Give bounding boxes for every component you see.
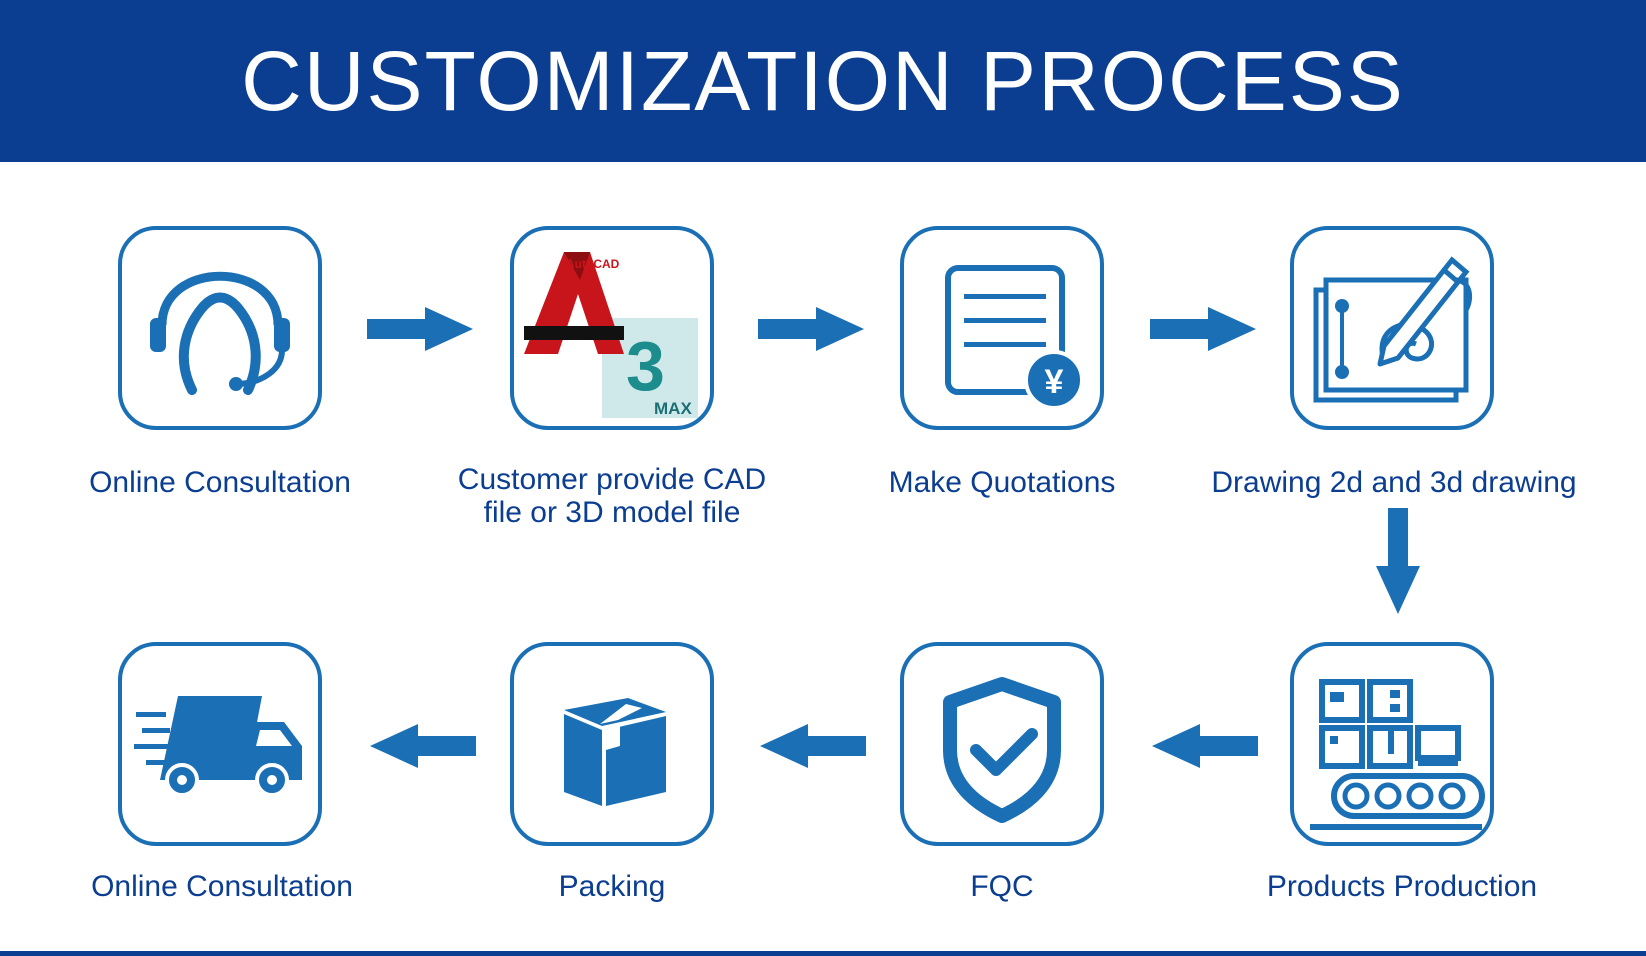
page-title: CUSTOMIZATION PROCESS — [241, 33, 1405, 128]
step-label-products-production: Products Production — [1266, 870, 1538, 903]
arrow-left-icon — [370, 724, 476, 768]
step-fqc-box — [900, 642, 1104, 846]
svg-text:¥: ¥ — [1045, 363, 1064, 401]
step-drawing-box — [1290, 226, 1494, 430]
step-label-cad-file: Customer provide CAD file or 3D model fi… — [430, 463, 794, 529]
headset-support-icon — [150, 271, 290, 395]
autocad-logo-text: AutoCAD — [566, 257, 620, 271]
step-label-delivery: Online Consultation — [91, 870, 353, 903]
step-label-make-quotations: Make Quotations — [888, 466, 1116, 499]
quotation-document-icon: ¥ — [945, 265, 1084, 410]
step-label-cad-file-line2: file or 3D model file — [483, 496, 741, 529]
arrow-left-icon — [1152, 724, 1258, 768]
3dsmax-logo-text: MAX — [654, 399, 692, 418]
bottom-divider — [0, 951, 1646, 956]
arrow-down-icon — [1376, 508, 1420, 614]
step-label-cad-file-line1: Customer provide CAD — [457, 463, 767, 496]
step-delivery-box — [118, 642, 322, 846]
step-cad-file-box: AutoCAD 3 MAX — [510, 226, 714, 430]
svg-text:3: 3 — [626, 327, 665, 405]
step-products-production-box — [1290, 642, 1494, 846]
step-packing-box — [510, 642, 714, 846]
arrow-right-icon — [758, 307, 864, 351]
package-box-icon — [564, 698, 666, 806]
step-label-packing: Packing — [558, 870, 666, 903]
step-label-online-consultation: Online Consultation — [89, 466, 351, 499]
step-label-fqc: FQC — [970, 870, 1034, 903]
shield-check-icon — [943, 677, 1061, 823]
step-label-drawing: Drawing 2d and 3d drawing — [1211, 466, 1577, 499]
step-make-quotations-box: ¥ — [900, 226, 1104, 430]
step-online-consultation-box — [118, 226, 322, 430]
blueprint-drawing-icon — [1313, 256, 1473, 403]
conveyor-production-icon — [1310, 679, 1485, 830]
arrow-left-icon — [760, 724, 866, 768]
arrow-right-icon — [1150, 307, 1256, 351]
arrow-right-icon — [367, 307, 473, 351]
delivery-truck-icon — [134, 696, 302, 797]
autocad-3dsmax-icon: AutoCAD 3 MAX — [524, 252, 698, 418]
header-banner: CUSTOMIZATION PROCESS — [0, 0, 1646, 162]
